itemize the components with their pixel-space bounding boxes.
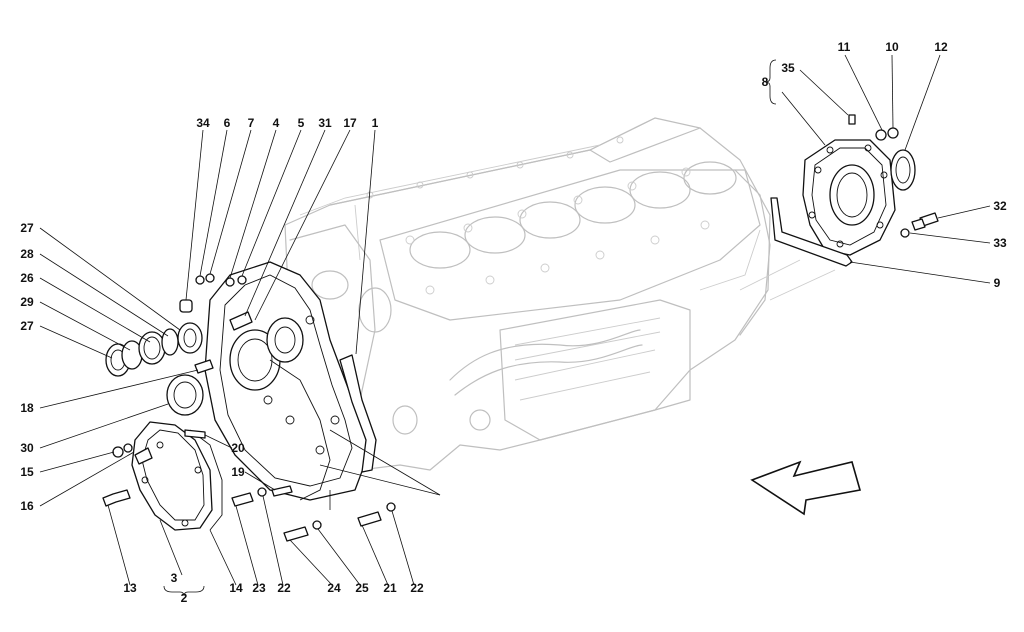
rear-cover-assembly [770, 114, 939, 267]
timing-cover-assembly [102, 261, 396, 542]
callout-9: 9 [994, 276, 1001, 290]
callout-33: 33 [993, 236, 1007, 250]
callout-4: 4 [273, 116, 280, 130]
callout-18: 18 [20, 401, 34, 415]
callout-35: 35 [781, 61, 795, 75]
callout-22-right: 22 [410, 581, 424, 595]
callout-27-top: 27 [20, 221, 34, 235]
leader-lines [39, 54, 991, 597]
callout-28: 28 [20, 247, 34, 261]
callout-24: 24 [327, 581, 341, 595]
callout-numbers: 34 6 7 4 5 31 17 1 27 28 26 29 27 18 30 … [20, 40, 1007, 605]
callout-27-bottom: 27 [20, 319, 34, 333]
callout-23: 23 [252, 581, 266, 595]
callout-22-left: 22 [277, 581, 291, 595]
callout-7: 7 [248, 116, 255, 130]
callout-32: 32 [993, 199, 1007, 213]
cylinder-bores [409, 161, 737, 269]
callout-20: 20 [231, 441, 245, 455]
callout-26: 26 [20, 271, 34, 285]
callout-1: 1 [372, 116, 379, 130]
callout-12: 12 [934, 40, 948, 54]
callout-8: 8 [762, 75, 769, 89]
callout-31: 31 [318, 116, 332, 130]
callout-3: 3 [171, 571, 178, 585]
callout-5: 5 [298, 116, 305, 130]
callout-21: 21 [383, 581, 397, 595]
callout-11: 11 [838, 40, 851, 54]
callout-17: 17 [343, 116, 357, 130]
callout-25: 25 [355, 581, 369, 595]
callout-16: 16 [20, 499, 34, 513]
callout-13: 13 [123, 581, 137, 595]
callout-14: 14 [229, 581, 243, 595]
callout-2: 2 [181, 591, 188, 605]
callout-19: 19 [231, 465, 245, 479]
callout-29: 29 [20, 295, 34, 309]
callout-10: 10 [885, 40, 899, 54]
callout-6: 6 [224, 116, 231, 130]
callout-15: 15 [20, 465, 34, 479]
callout-30: 30 [20, 441, 34, 455]
callout-34: 34 [196, 116, 210, 130]
direction-arrow [750, 460, 862, 516]
